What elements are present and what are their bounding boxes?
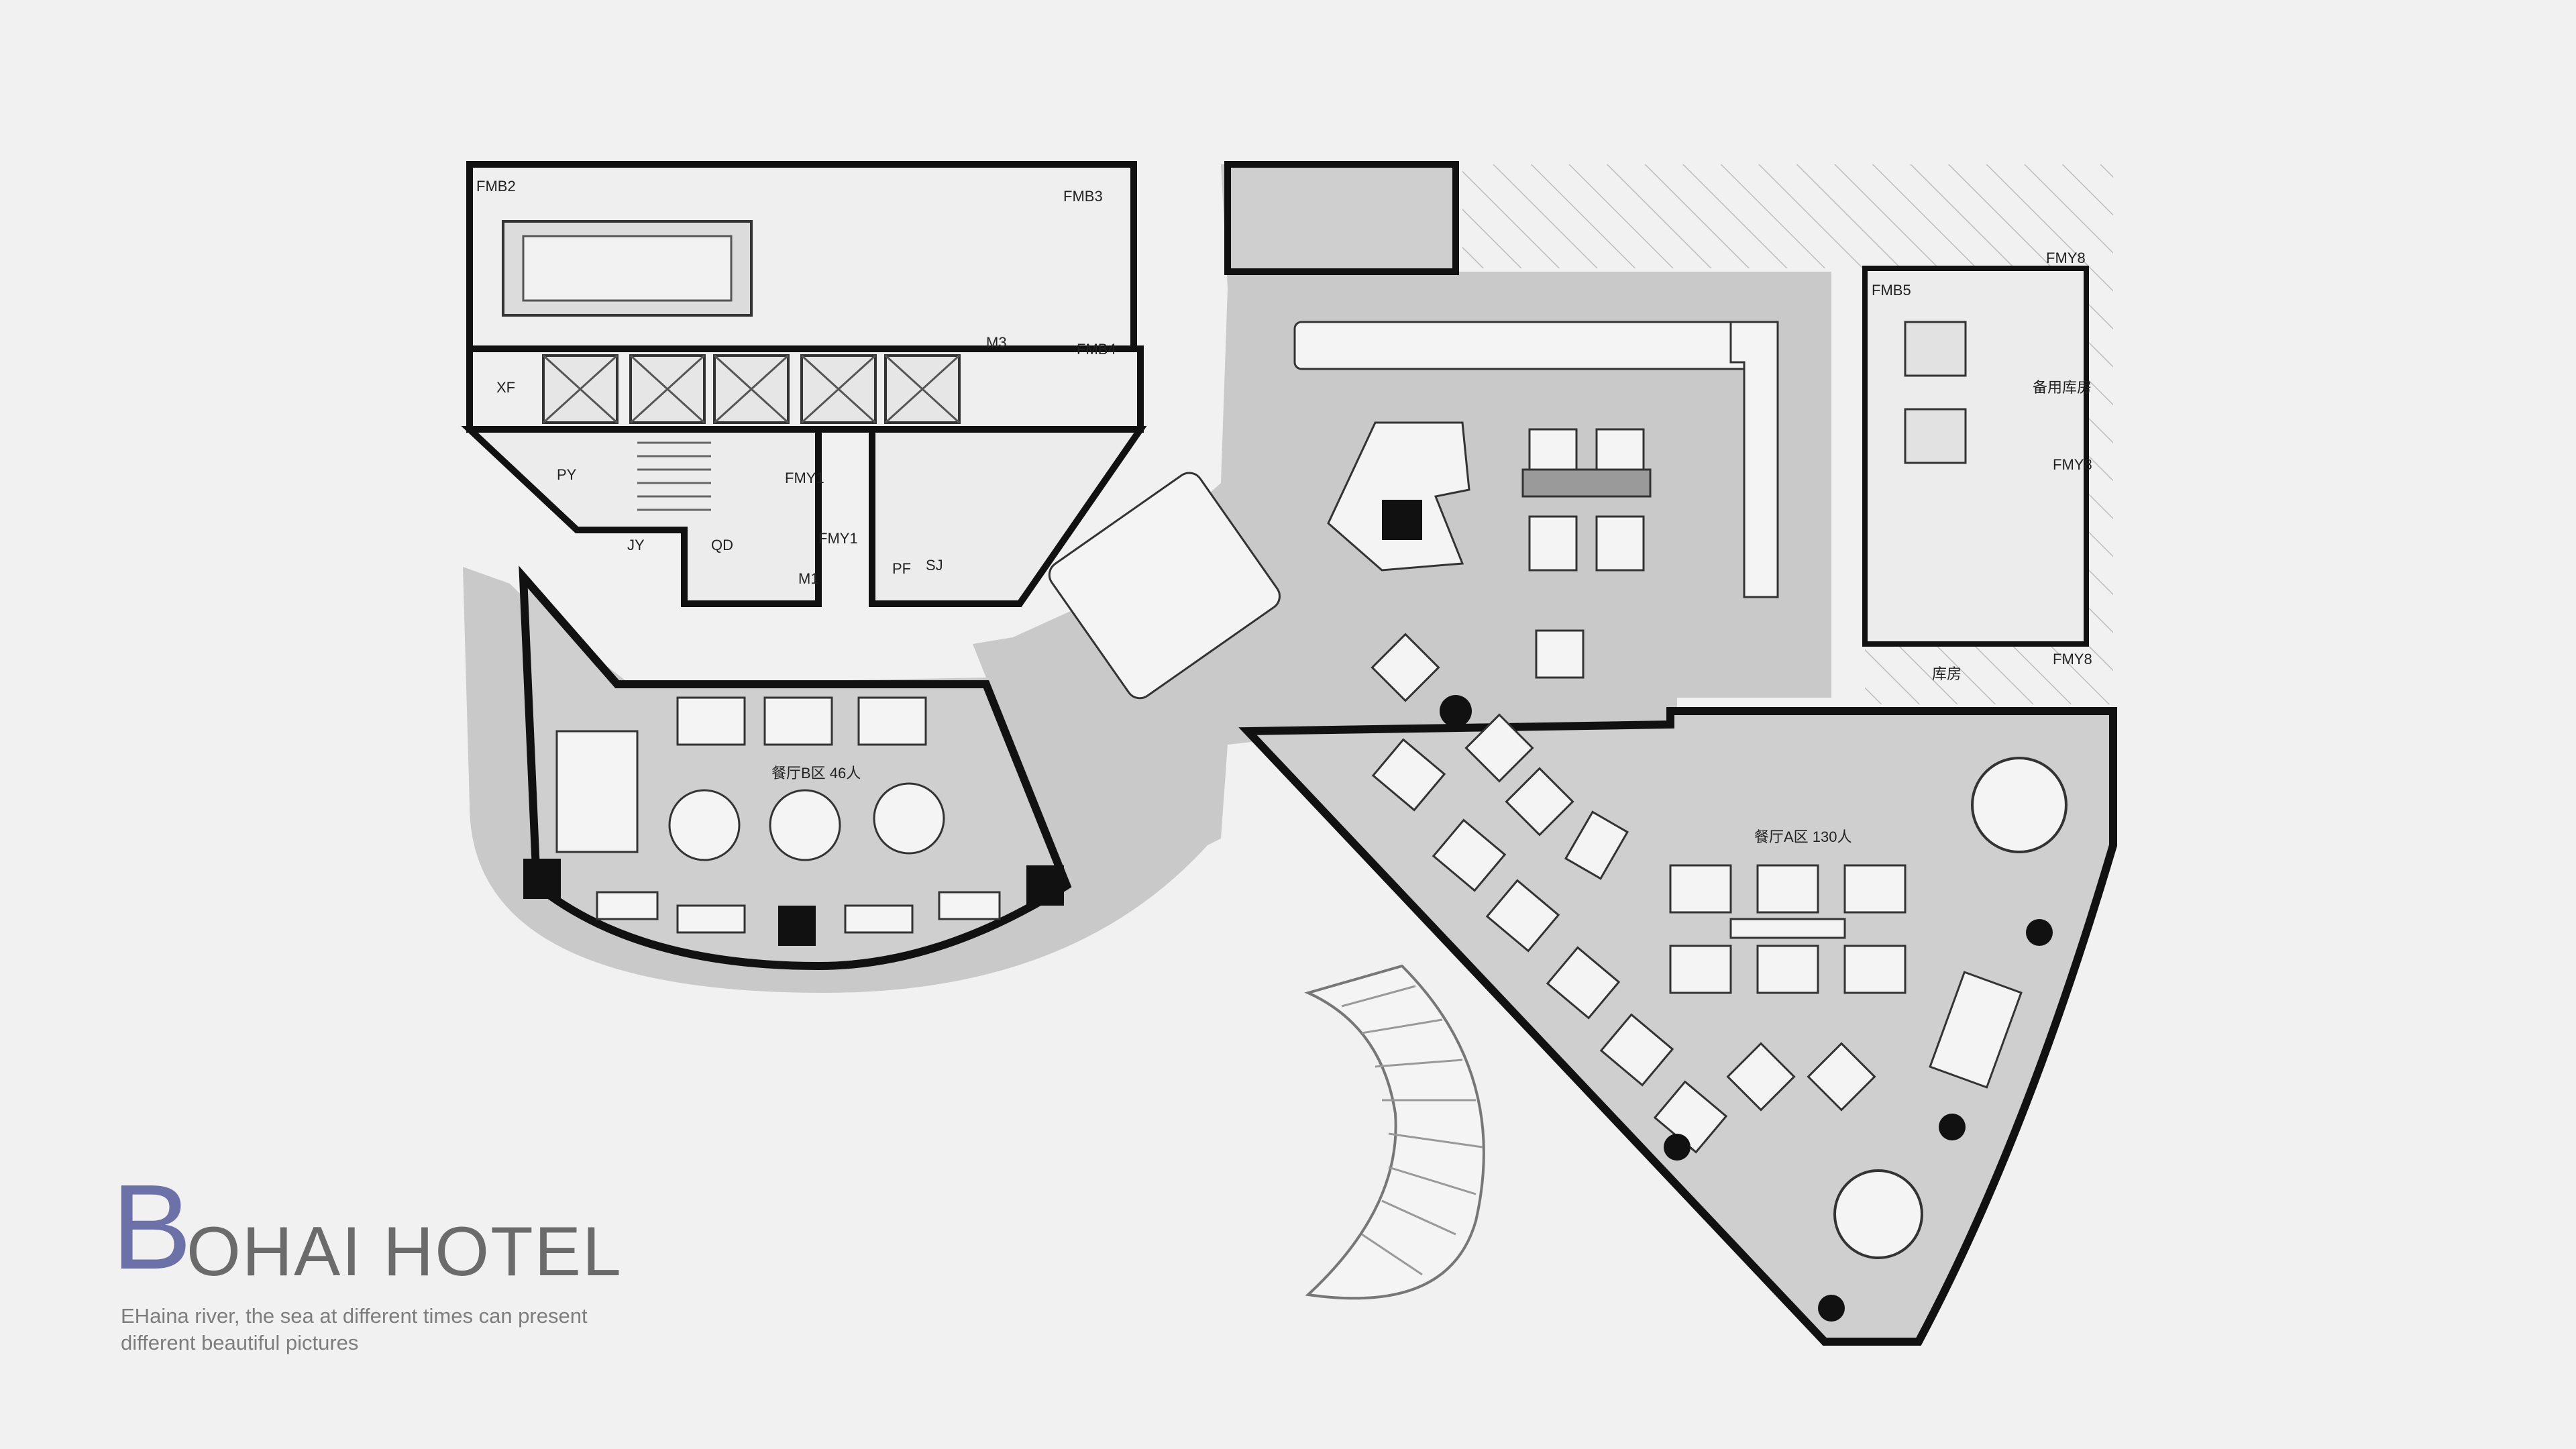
label-spare-room: 备用库房 <box>2033 379 2092 396</box>
column-round <box>1664 1134 1690 1161</box>
label-fmy8b: FMY8 <box>2053 456 2092 473</box>
kitchen-tables <box>1521 428 1652 572</box>
column <box>1026 865 1064 906</box>
label-storeroom: 库房 <box>1932 665 1962 682</box>
label-m3: M3 <box>986 334 1007 351</box>
grand-staircase <box>1304 964 1485 1300</box>
dining-b-floor <box>519 566 1072 971</box>
label-fmy1b: FMY1 <box>818 530 858 547</box>
stair <box>637 441 711 511</box>
label-jy: JY <box>627 537 645 553</box>
label-dining-a: 餐厅A区 130人 <box>1754 828 1852 845</box>
hatched-area-top <box>1462 164 2113 268</box>
kitchen-l-counter <box>1729 321 1779 598</box>
brand-tagline: EHaina river, the sea at different times… <box>121 1303 724 1356</box>
label-fmb4: FMB4 <box>1077 341 1116 358</box>
label-pf: PF <box>892 560 911 577</box>
banquet-table-inner <box>522 235 733 302</box>
kitchen-top <box>1224 161 1459 275</box>
tagline-line-1: EHaina river, the sea at different times… <box>121 1304 588 1328</box>
private-room-table-upper <box>1971 757 2068 853</box>
buffet-island <box>1327 421 1470 572</box>
right-elevator-2 <box>1904 408 1967 464</box>
dining-a-tables <box>1371 629 2023 1154</box>
kitchen-counter <box>1293 321 1779 370</box>
label-qd: QD <box>711 537 733 553</box>
label-fmb5: FMB5 <box>1872 282 1911 299</box>
brand-logo: B OHAI HOTEL <box>111 1160 782 1295</box>
private-room-table-lower <box>1833 1169 1923 1259</box>
label-sj: SJ <box>926 557 943 574</box>
label-fmy8a: FMY8 <box>2046 250 2086 266</box>
column-round <box>1818 1295 1845 1322</box>
label-py: PY <box>557 466 577 483</box>
column-round <box>1939 1114 1966 1140</box>
brand-initial: B <box>111 1160 193 1295</box>
column <box>523 859 561 899</box>
label-fmb2: FMB2 <box>476 178 516 195</box>
label-dining-b: 餐厅B区 46人 <box>771 765 861 782</box>
column-round <box>2026 919 2053 946</box>
service-block <box>461 426 1147 607</box>
right-service-block <box>1862 266 2089 647</box>
tagline-line-2: different beautiful pictures <box>121 1331 359 1354</box>
right-elevator-1 <box>1904 321 1967 377</box>
dining-b-booth <box>555 730 639 853</box>
label-xf: XF <box>496 379 515 396</box>
label-fmy8c: FMY8 <box>2053 651 2092 667</box>
label-m1: M1 <box>798 570 819 587</box>
elevator-row <box>466 345 1144 433</box>
column <box>778 906 816 946</box>
column-round <box>1440 695 1472 727</box>
label-fmb3: FMB3 <box>1063 188 1103 205</box>
buffet-block <box>1382 500 1422 540</box>
bar-counter <box>1048 472 1281 700</box>
stair-treads <box>1341 985 1483 1276</box>
brand-name: OHAI HOTEL <box>186 1213 623 1291</box>
label-fmy1a: FMY1 <box>785 470 824 486</box>
dining-b-tables <box>596 696 1001 934</box>
